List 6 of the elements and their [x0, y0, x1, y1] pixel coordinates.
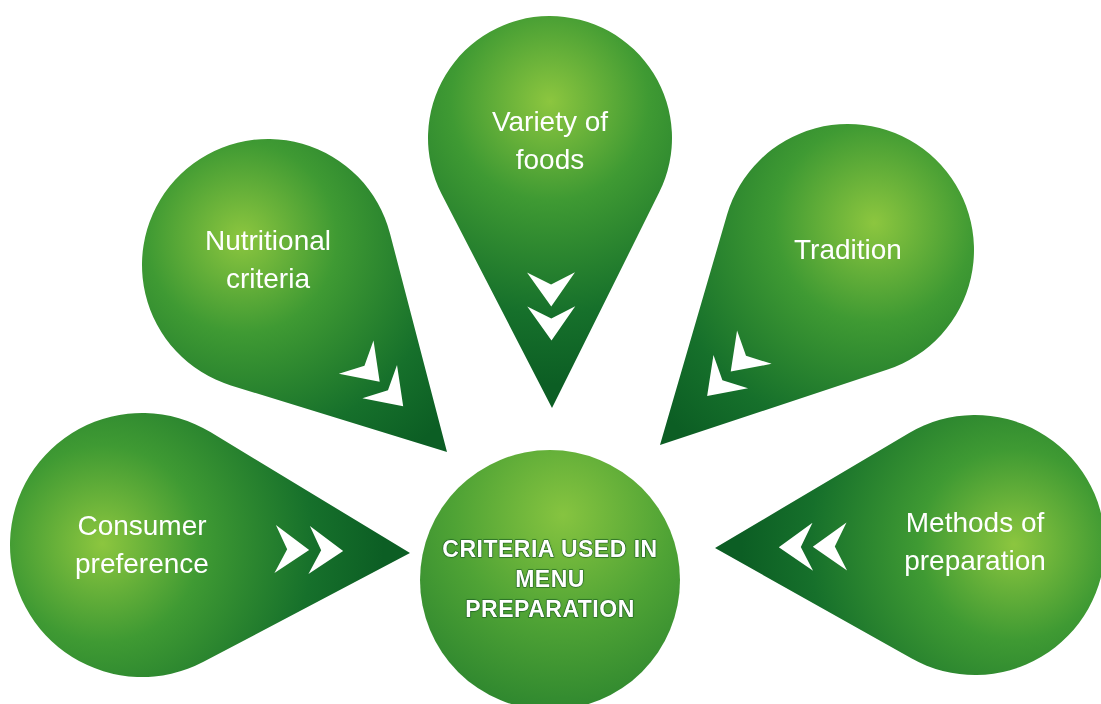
petal-label: Methods of preparation: [903, 506, 1047, 578]
petal-label: Consumer preference: [74, 509, 210, 581]
center-label: CRITERIA USED IN MENU PREPARATION: [441, 535, 659, 624]
petal-label: Nutritional criteria: [203, 224, 332, 296]
petal-label: Tradition: [794, 233, 902, 268]
petal-label: Variety of foods: [490, 105, 610, 177]
